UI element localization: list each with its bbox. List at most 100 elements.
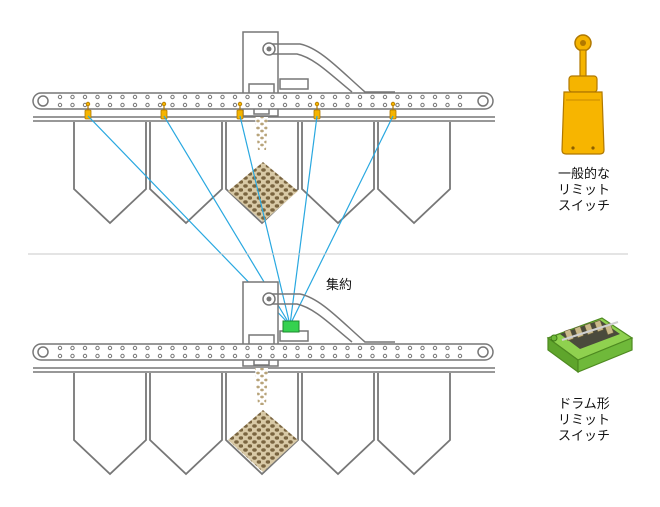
storage-bin: [225, 373, 299, 476]
storage-bin: [149, 122, 223, 225]
belt-roller: [432, 94, 438, 100]
belt-roller: [157, 102, 163, 108]
spout-arm-inner-bottom: [267, 303, 353, 343]
general-limit-switch-label: 一般的な リミット スイッチ: [552, 167, 616, 215]
belt-roller: [320, 102, 325, 108]
belt-roller: [357, 345, 363, 351]
belt-roller: [170, 353, 175, 359]
belt-roller: [420, 345, 425, 351]
spout-arm-outer-bottom: [267, 293, 395, 343]
belt-roller: [195, 345, 200, 351]
belt-roller: [245, 94, 250, 100]
belt-roller: [120, 345, 125, 351]
belt-roller: [307, 353, 313, 359]
belt-roller: [57, 353, 63, 359]
belt-roller: [332, 353, 338, 359]
belt-roller: [107, 353, 113, 359]
storage-bin: [73, 373, 147, 476]
belt-roller: [132, 94, 138, 100]
belt-roller: [370, 94, 375, 100]
belt-roller: [220, 353, 225, 359]
belt-pulley-right: [477, 95, 489, 107]
belt-roller: [82, 353, 88, 359]
belt-roller: [170, 94, 175, 100]
belt-roller: [332, 102, 338, 108]
belt-roller: [182, 353, 188, 359]
belt-roller: [70, 102, 75, 108]
belt-roller: [245, 102, 250, 108]
belt-roller: [382, 102, 388, 108]
belt-roller: [57, 94, 63, 100]
general-label-line-1: 一般的な: [557, 167, 610, 182]
drum-label-line-1: ドラム形: [558, 397, 610, 412]
belt-roller: [332, 345, 338, 351]
belt-roller: [107, 345, 113, 351]
belt-roller: [307, 94, 313, 100]
grain-pile: [228, 162, 298, 222]
switch-roller: [85, 101, 91, 107]
switch-roller: [390, 101, 396, 107]
general-label-line-2: リミット: [557, 183, 610, 198]
belt-roller: [345, 94, 350, 100]
belt-roller: [307, 102, 313, 108]
belt-roller: [320, 353, 325, 359]
belt-roller: [357, 102, 363, 108]
belt-pulley-left-bottom: [37, 346, 49, 358]
grain-stream-bottom: [255, 368, 268, 405]
switch-roller: [237, 101, 243, 107]
signal-line: [289, 115, 318, 326]
switch-roller: [314, 101, 320, 107]
belt-roller: [170, 102, 175, 108]
belt-roller: [195, 94, 200, 100]
belt-roller: [420, 102, 425, 108]
limit-switch-icon: [561, 34, 605, 155]
belt-rollers: [57, 94, 463, 108]
belt-roller: [357, 353, 363, 359]
belt-roller: [107, 94, 113, 100]
belt-rollers-bottom: [57, 345, 463, 359]
belt-roller: [95, 345, 100, 351]
belt-roller: [445, 353, 450, 359]
belt-roller: [232, 102, 238, 108]
belt-roller: [70, 345, 75, 351]
belt-roller: [345, 345, 350, 351]
bottom-conveyor-system: [32, 281, 495, 476]
belt-roller: [157, 353, 163, 359]
belt-roller: [232, 353, 238, 359]
belt-roller: [182, 345, 188, 351]
storage-bin: [377, 373, 451, 476]
belt-roller: [320, 345, 325, 351]
belt-pulley-left: [37, 95, 49, 107]
belt-roller: [457, 345, 463, 351]
belt-roller: [232, 345, 238, 351]
guide-block: [279, 78, 309, 90]
belt-roller: [420, 353, 425, 359]
aggregated-sensor-icon: [282, 320, 300, 333]
storage-bin: [377, 122, 451, 225]
belt-roller: [382, 94, 388, 100]
limit-switches: [84, 101, 397, 120]
belt-roller: [445, 345, 450, 351]
belt-roller: [207, 353, 213, 359]
belt-roller: [182, 102, 188, 108]
spout-arm-inner: [267, 53, 353, 93]
drum-label-line-2: リミット: [557, 413, 610, 428]
belt-roller: [370, 102, 375, 108]
storage-bins: [73, 122, 451, 225]
belt-roller: [145, 102, 150, 108]
belt-roller: [382, 345, 388, 351]
belt-roller: [82, 94, 88, 100]
belt-roller: [445, 94, 450, 100]
belt-roller: [432, 353, 438, 359]
belt-roller: [132, 345, 138, 351]
signal-line: [239, 115, 291, 326]
belt-roller: [145, 94, 150, 100]
belt-roller: [220, 345, 225, 351]
signal-line: [289, 115, 394, 326]
belt-roller: [157, 94, 163, 100]
belt-roller: [57, 102, 63, 108]
belt-roller: [457, 102, 463, 108]
belt-roller: [170, 345, 175, 351]
belt-roller: [370, 353, 375, 359]
general-label-line-3: スイッチ: [557, 199, 610, 214]
